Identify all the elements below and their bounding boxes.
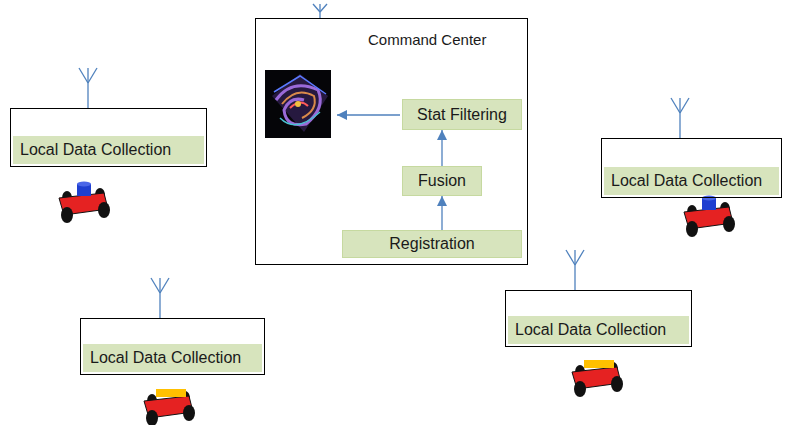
command-center-box: Stat FilteringFusionRegistration Command … xyxy=(255,18,528,265)
collection-station-box: Local Data Collection xyxy=(505,290,692,347)
box-label: Stat Filtering xyxy=(417,105,507,124)
box-label: Registration xyxy=(389,234,474,253)
antenna-symbol xyxy=(671,98,689,138)
antenna-symbol xyxy=(151,278,169,318)
label-band: Local Data Collection xyxy=(604,167,779,195)
box-label: Local Data Collection xyxy=(515,320,666,339)
process-box: Registration xyxy=(342,230,522,258)
robot-icon xyxy=(572,360,623,397)
robot-icon xyxy=(144,389,195,425)
robot-icon xyxy=(684,196,735,238)
collection-station-box: Local Data Collection xyxy=(80,318,265,375)
box-label: Local Data Collection xyxy=(90,348,241,367)
process-box: Fusion xyxy=(402,166,482,196)
box-label: Fusion xyxy=(418,171,466,190)
collection-station-box: Local Data Collection xyxy=(10,108,207,167)
process-box: Stat Filtering xyxy=(402,99,522,130)
collection-station-box: Local Data Collection xyxy=(601,138,782,198)
box-title: Command Center xyxy=(368,31,486,49)
antenna-symbol xyxy=(79,68,97,108)
flow-arrow xyxy=(441,196,442,230)
box-label: Local Data Collection xyxy=(611,171,762,190)
output-arrow xyxy=(337,114,400,115)
box-label: Local Data Collection xyxy=(20,140,171,159)
label-band: Local Data Collection xyxy=(13,136,204,164)
antenna-symbol xyxy=(313,4,327,18)
label-band: Local Data Collection xyxy=(508,316,689,344)
robot-icon xyxy=(59,182,110,224)
map-image xyxy=(265,70,331,138)
label-band: Local Data Collection xyxy=(83,344,262,372)
flow-arrow xyxy=(441,130,442,166)
antenna-symbol xyxy=(566,250,584,290)
